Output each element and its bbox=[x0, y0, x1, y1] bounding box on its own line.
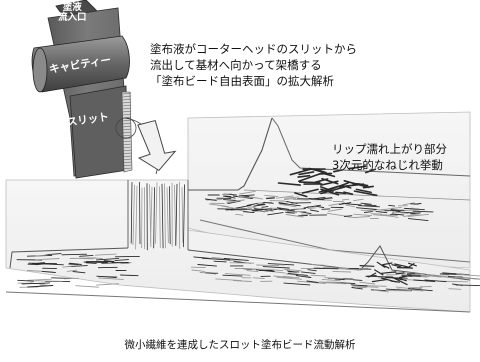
description-line1: 塗布液がコーターヘッドのスリットから bbox=[150, 41, 357, 57]
description-line2: 流出して基材へ向かって架橋する bbox=[150, 57, 357, 73]
description-text: 塗布液がコーターヘッドのスリットから 流出して基材へ向かって架橋する 「塗布ビー… bbox=[150, 41, 357, 89]
inlet-label-line2: 流入口 bbox=[58, 13, 87, 23]
slit-plate bbox=[70, 86, 128, 178]
figure-caption: 微小繊維を連成したスロット塗布ビード流動解析 bbox=[0, 337, 480, 352]
inlet-label: 塗液 流入口 bbox=[58, 3, 87, 23]
lip-annotation-line2: 3次元的なねじれ挙動 bbox=[332, 157, 447, 173]
description-line3: 「塗布ビード自由表面」の拡大解析 bbox=[150, 73, 357, 89]
lip-annotation: リップ濡れ上がり部分 3次元的なねじれ挙動 bbox=[332, 141, 447, 173]
coater-head bbox=[32, 0, 132, 178]
lip-annotation-line1: リップ濡れ上がり部分 bbox=[332, 141, 447, 157]
